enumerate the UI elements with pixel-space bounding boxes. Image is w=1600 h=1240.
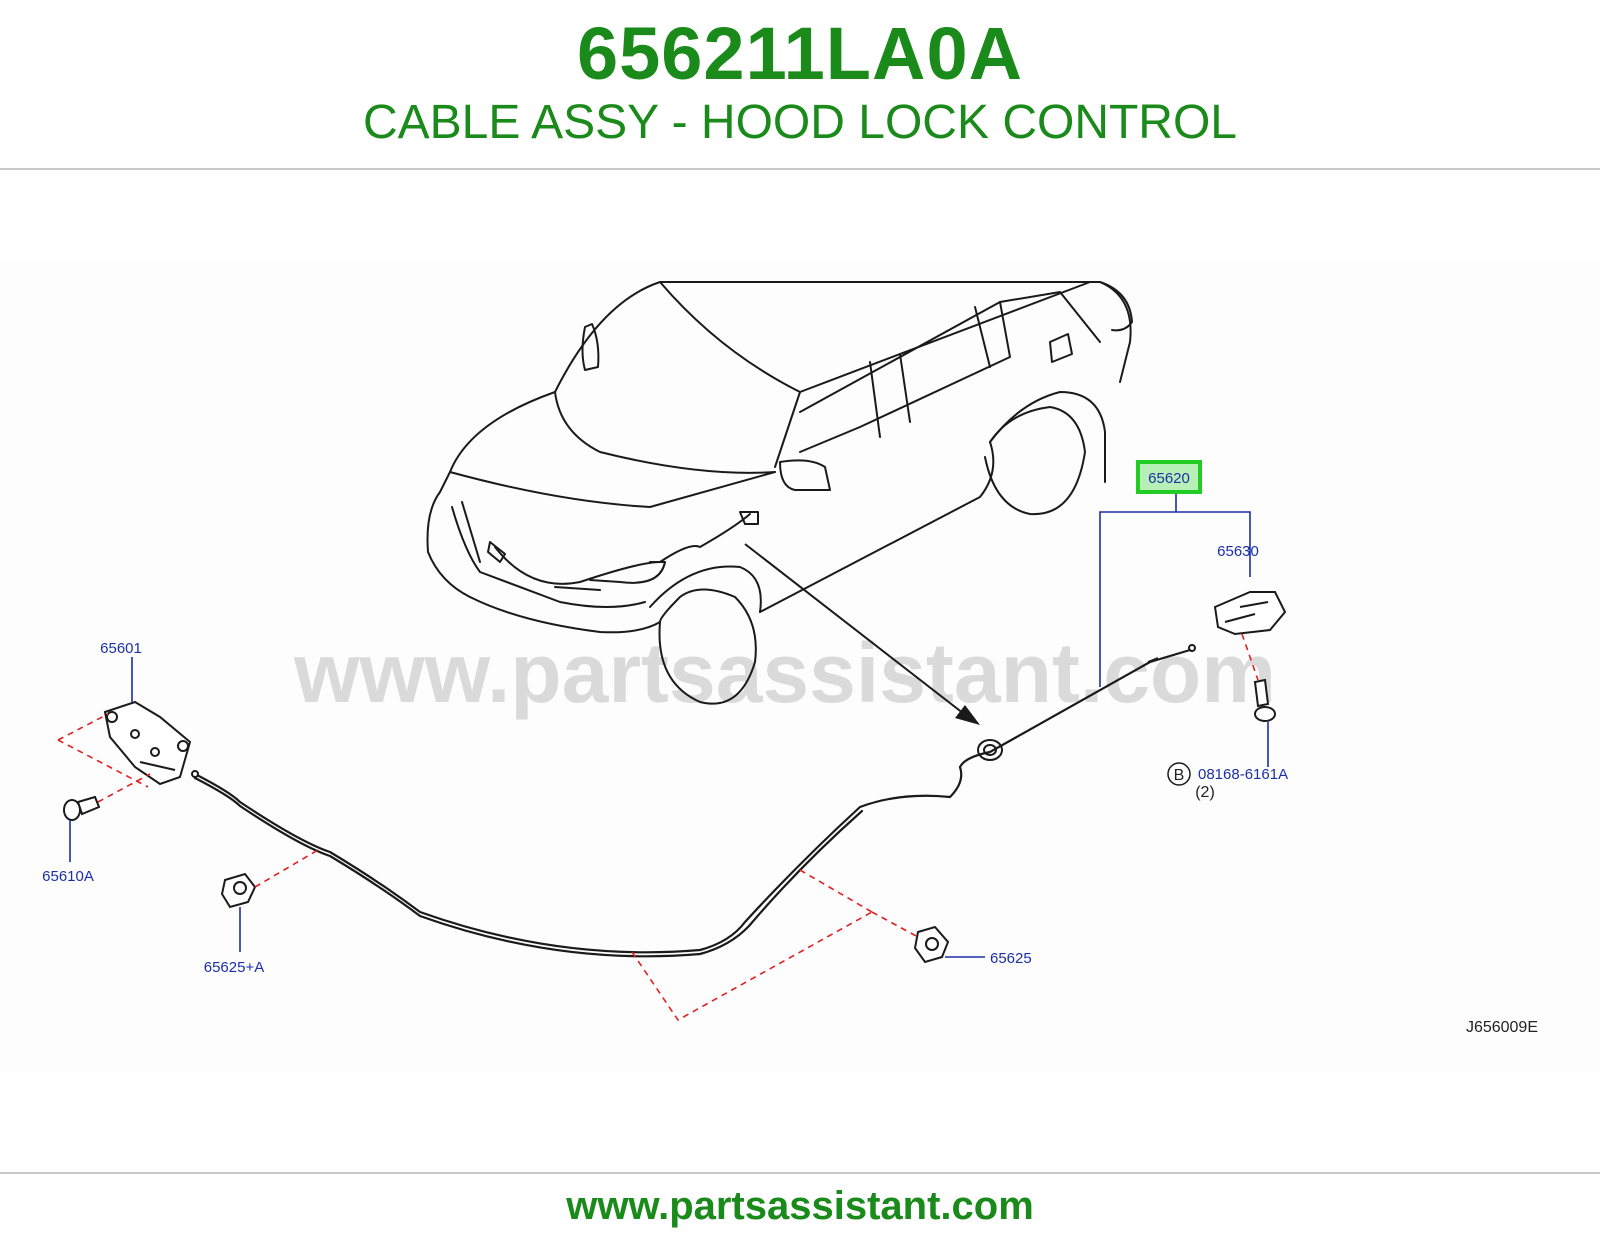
footer-url[interactable]: www.partsassistant.com [566,1184,1034,1228]
callout-65630[interactable]: 65630 [1217,543,1259,560]
clip-65625 [913,925,950,964]
clip-65625a [220,872,257,909]
callout-08168-6161a[interactable]: 08168-6161A [1198,766,1288,783]
watermark-text: www.partsassistant.com [293,626,1276,720]
diagram-svg: www.partsassistant.com [42,281,1538,1036]
hood-lock-cable [193,648,1192,958]
part-number-title: 656211LA0A [576,12,1024,95]
parts-diagram: www.partsassistant.com [0,262,1600,1072]
part-description: CABLE ASSY - HOOD LOCK CONTROL [362,96,1237,149]
release-handle-65630 [1213,591,1287,636]
drawing-code: J656009E [1466,1019,1538,1036]
bolt-marker-letter: B [1174,767,1185,784]
vehicle-illustration [426,281,1133,705]
dashed-leaders [57,633,1259,1022]
header-divider [0,168,1600,170]
callout-65625[interactable]: 65625 [990,950,1032,967]
cable-grommet [977,644,1196,761]
bolt-quantity: (2) [1195,784,1215,801]
highlight-box-65620 [1136,460,1202,494]
bolt-08168 [1253,678,1276,722]
page-header: 656211LA0A CABLE ASSY - HOOD LOCK CONTRO… [0,0,1600,170]
callout-leaders [69,494,1269,958]
bolt-65610a [63,795,101,821]
callout-65620[interactable]: 65620 [1148,470,1190,487]
callout-65610a[interactable]: 65610A [42,868,94,885]
bolt-marker-circle [1167,762,1191,786]
footer-divider [0,1172,1600,1174]
hood-lock-part [103,700,199,786]
direction-arrow [744,543,980,725]
callout-65601[interactable]: 65601 [100,640,142,657]
callout-65625a[interactable]: 65625+A [204,959,264,976]
